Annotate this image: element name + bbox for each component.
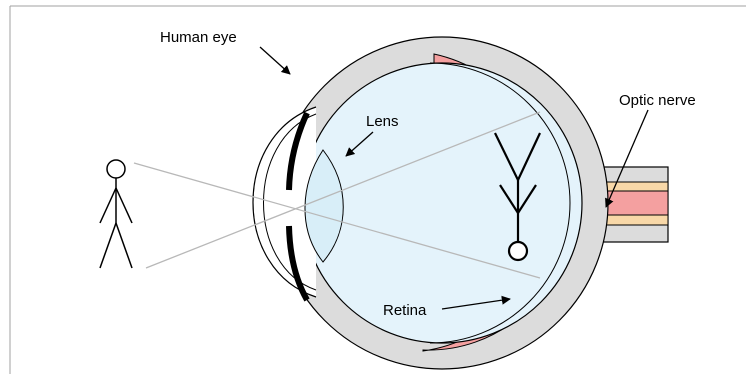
- stick-figure-head: [107, 160, 125, 178]
- inverted-figure-head: [509, 242, 527, 260]
- label-optic-nerve: Optic nerve: [619, 92, 696, 109]
- eye-interior: [302, 63, 582, 343]
- arrow-human-eye: [260, 47, 290, 74]
- label-lens: Lens: [366, 113, 399, 130]
- stick-figure-object: [100, 160, 132, 268]
- label-human-eye: Human eye: [160, 29, 237, 46]
- label-retina: Retina: [383, 302, 427, 319]
